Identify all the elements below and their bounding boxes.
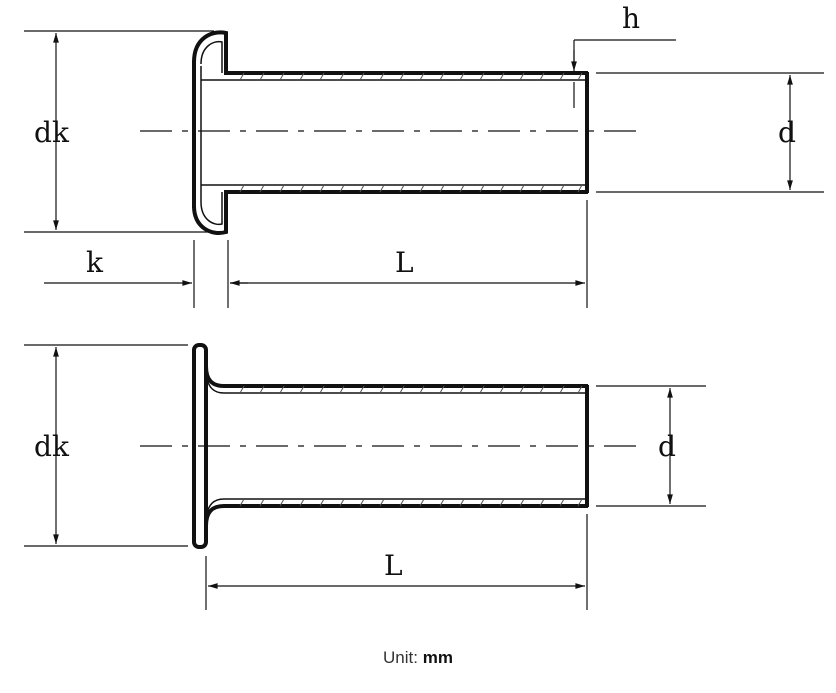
figure-flanged-rivet xyxy=(24,343,706,610)
rolled-head xyxy=(192,30,229,235)
label-L-fig1: L xyxy=(395,246,414,279)
unit-caption: Unit: mm xyxy=(0,648,836,668)
tube-body xyxy=(229,71,589,194)
unit-label: Unit: xyxy=(383,648,423,667)
label-L-fig2: L xyxy=(384,549,403,582)
wall-hatching-2 xyxy=(239,385,583,507)
label-dk-fig1: dk xyxy=(34,116,70,149)
wall-hatching xyxy=(239,72,583,193)
label-d-fig1: d xyxy=(778,116,796,149)
label-h: h xyxy=(622,2,640,35)
extension-lines xyxy=(24,30,824,308)
label-k: k xyxy=(86,246,104,279)
unit-value: mm xyxy=(422,648,453,667)
tube-body-2 xyxy=(224,384,589,508)
label-d-fig2: d xyxy=(658,430,676,463)
figure-rolled-head-rivet xyxy=(24,30,824,308)
label-dk-fig2: dk xyxy=(34,430,70,463)
extension-lines-2 xyxy=(24,344,706,610)
dimension-lines xyxy=(44,32,793,286)
dimension-lines-2 xyxy=(53,347,673,589)
